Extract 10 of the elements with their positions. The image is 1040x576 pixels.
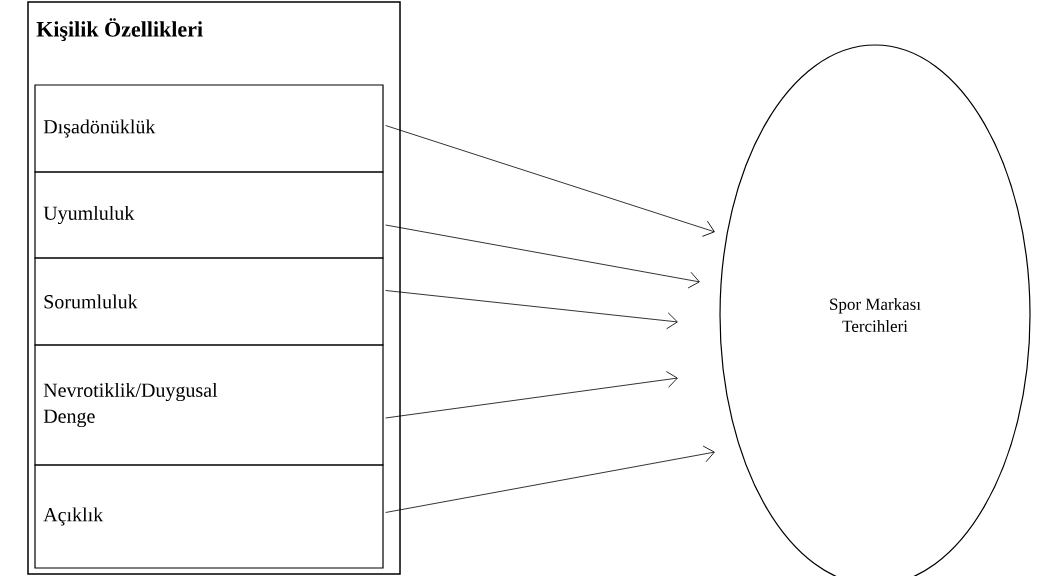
trait-box: Dışadönüklük — [34, 84, 384, 173]
trait-box: Nevrotiklik/Duygusal Denge — [34, 344, 384, 466]
arrow — [385, 445, 715, 513]
arrow — [385, 371, 678, 419]
arrow — [385, 224, 700, 289]
arrow — [385, 125, 715, 237]
trait-box: Açıklık — [34, 464, 384, 569]
trait-box: Uyumluluk — [34, 171, 384, 259]
arrow — [385, 290, 678, 330]
trait-box: Sorumluluk — [34, 257, 384, 346]
